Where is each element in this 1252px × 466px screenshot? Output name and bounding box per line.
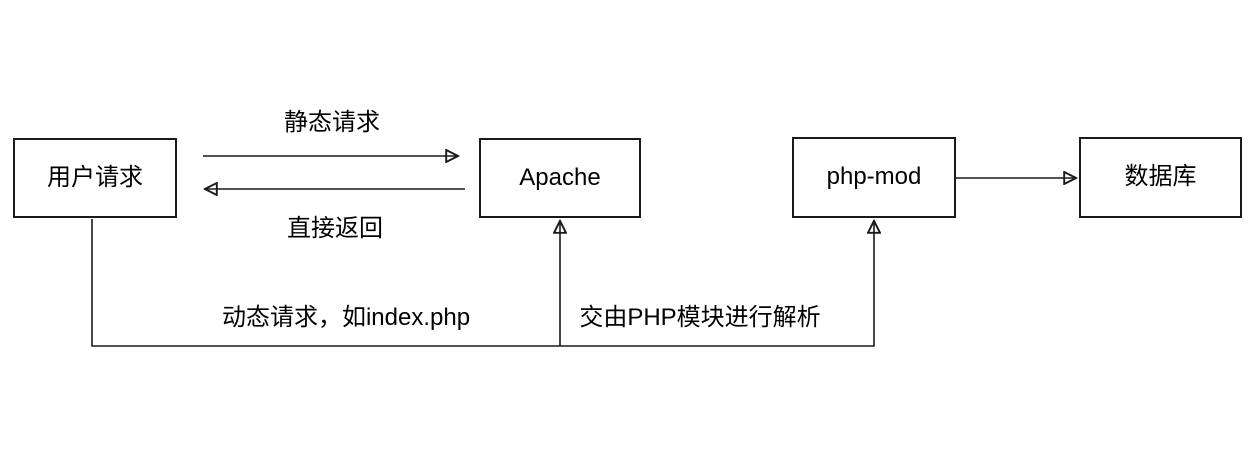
node-database-label: 数据库 xyxy=(1124,163,1197,191)
node-user-request-label: 用户请求 xyxy=(47,163,143,191)
edge-label-php-parse: 交由PHP模块进行解析 xyxy=(579,304,821,331)
node-php-mod-label: php-mod xyxy=(826,163,922,191)
edge-label-dynamic-request: 动态请求，如index.php xyxy=(221,304,471,331)
edge-label-direct-return: 直接返回 xyxy=(287,215,383,242)
edge-label-static-request: 静态请求 xyxy=(284,109,380,136)
node-apache: Apache xyxy=(479,138,641,218)
node-apache-label: Apache xyxy=(519,163,601,191)
node-php-mod: php-mod xyxy=(792,137,956,218)
node-database: 数据库 xyxy=(1079,137,1242,218)
node-user-request: 用户请求 xyxy=(13,138,177,218)
edge-dynamic-request-line xyxy=(91,219,874,347)
